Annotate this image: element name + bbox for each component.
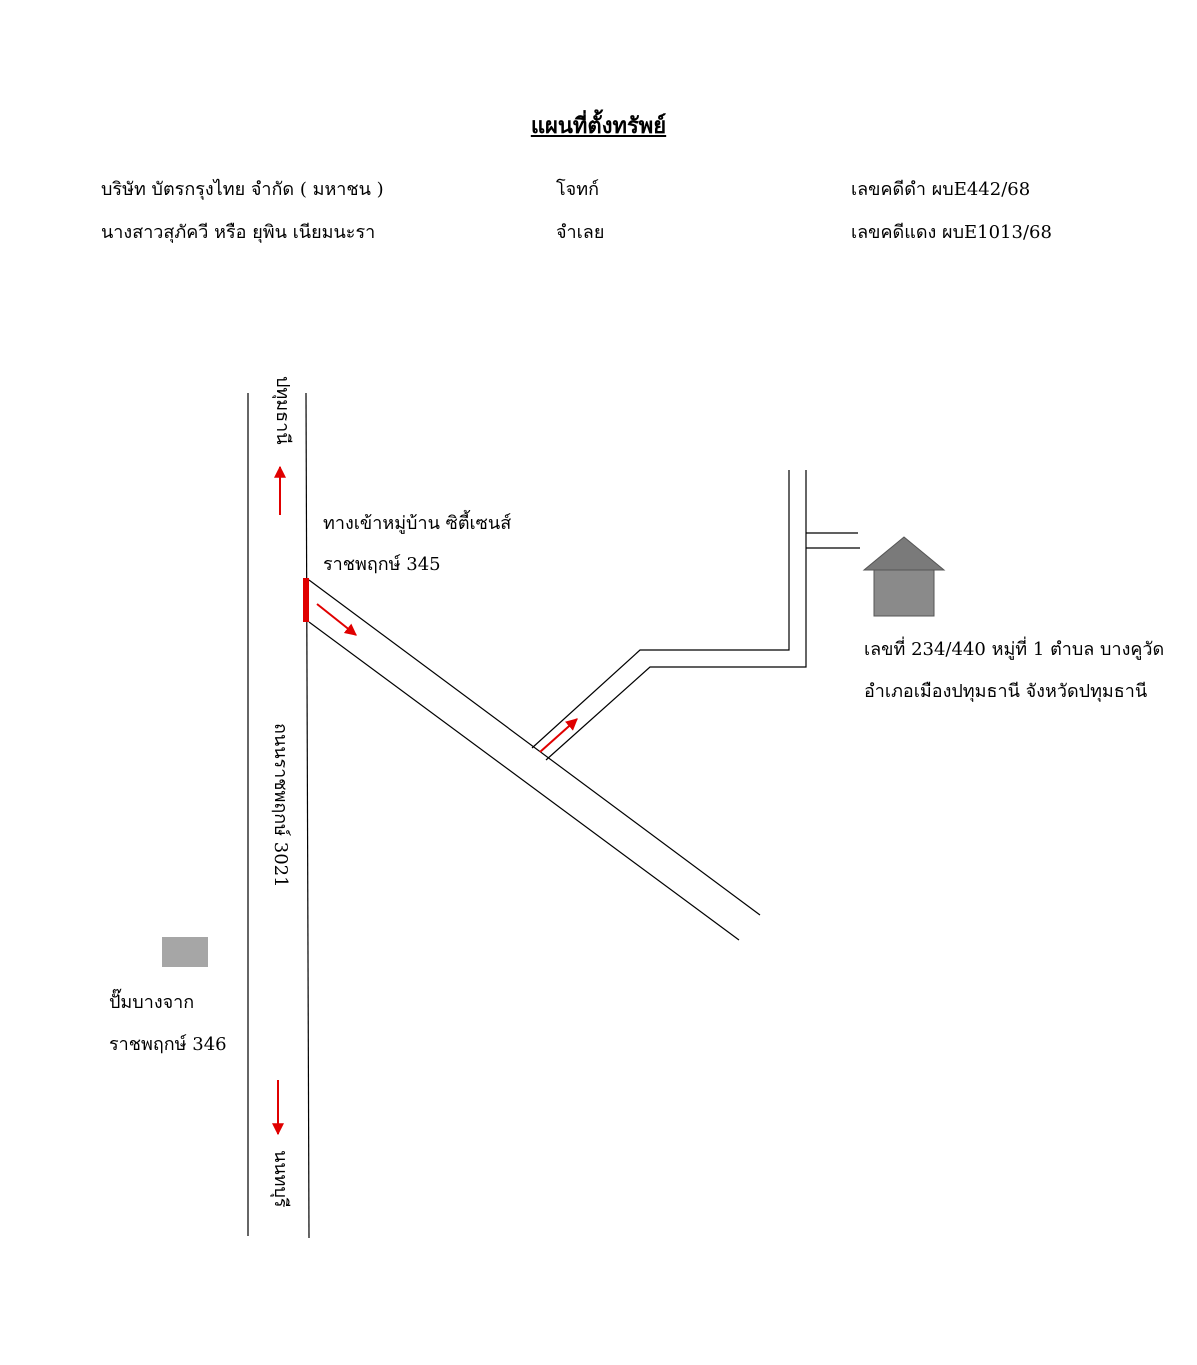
plaintiff-role: โจทก์ [556, 179, 599, 200]
side-road-arrow-icon [316, 603, 357, 636]
property-address-line1: เลขที่ 234/440 หมู่ที่ 1 ตำบล บางคูวัด [864, 639, 1165, 660]
main-road [247, 392, 310, 1239]
map-title: แผนที่ตั้งทรัพย์ [530, 113, 667, 139]
side-road [308, 579, 761, 941]
village-entrance-marker [303, 578, 309, 622]
black-case-number: เลขคดีดำ ผบE442/68 [851, 179, 1031, 200]
landmark-label-line2: ราชพฤกษ์ 346 [109, 1034, 227, 1055]
defendant-name: นางสาวสุภัควี หรือ ยุพิน เนียมนะรา [101, 222, 376, 243]
gas-station-box [162, 937, 208, 967]
village-entrance-label-line2: ราชพฤกษ์ 345 [323, 554, 441, 575]
south-direction-label: นนทบุรี [270, 1150, 291, 1208]
plaintiff-name: บริษัท บัตรกรุงไทย จำกัด ( มหาชน ) [101, 179, 384, 200]
defendant-role: จำเลย [556, 222, 605, 243]
landmark-label-line1: ปั๊มบางจาก [109, 992, 195, 1013]
house-icon [862, 536, 946, 617]
main-road-label: ถนนราชพฤกษ์ 3021 [270, 723, 291, 888]
branch-road [531, 470, 860, 761]
property-address-line2: อำเภอเมืองปทุมธานี จังหวัดปทุมธานี [864, 681, 1148, 702]
north-direction-label: ปทุมธานี [272, 376, 293, 445]
red-case-number: เลขคดีแดง ผบE1013/68 [851, 222, 1052, 243]
village-entrance-label-line1: ทางเข้าหมู่บ้าน ซิตี้เซนส์ [323, 513, 512, 534]
branch-road-arrow-icon [539, 718, 578, 753]
